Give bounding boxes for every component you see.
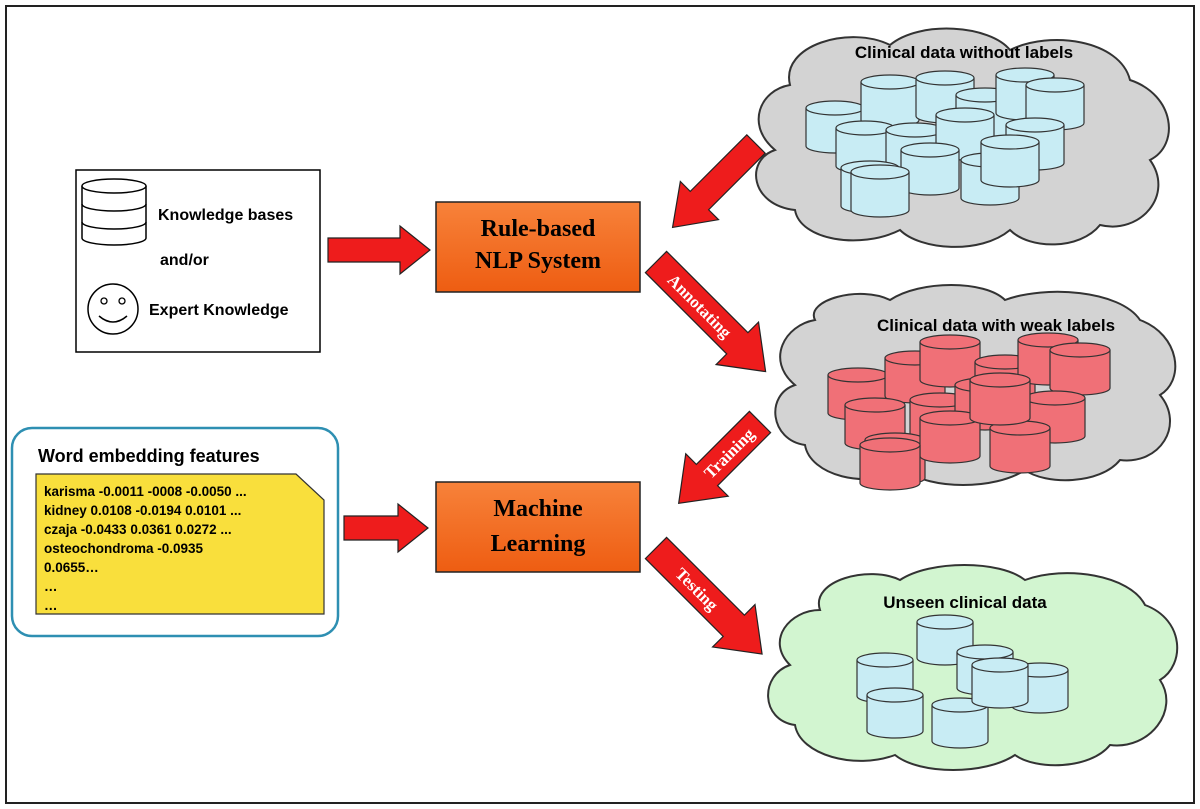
database-cylinder-icon bbox=[971, 657, 1029, 709]
database-cylinder-icon bbox=[919, 334, 981, 388]
database-cylinder-icon bbox=[919, 410, 981, 464]
database-cylinder-icon bbox=[989, 420, 1051, 474]
ml-box-line2: Learning bbox=[491, 531, 586, 557]
rule-box-line2: NLP System bbox=[475, 248, 601, 274]
cylinder-group-unseen bbox=[856, 614, 1069, 749]
cloud-title-unlabeled: Clinical data without labels bbox=[855, 43, 1073, 62]
smiley-face-icon bbox=[87, 283, 139, 335]
cloud-unseen: Unseen clinical data bbox=[767, 564, 1179, 771]
arrow-testing: Testing bbox=[644, 536, 763, 655]
database-cylinder-icon bbox=[866, 687, 924, 739]
database-icon bbox=[81, 178, 147, 246]
arrow-annotating: Annotating bbox=[644, 250, 767, 373]
word-embedding-title: Word embedding features bbox=[38, 446, 260, 466]
annotating-label: Annotating bbox=[664, 270, 736, 342]
cylinder-group-weak bbox=[827, 332, 1111, 491]
database-cylinder-icon bbox=[1049, 342, 1111, 396]
database-cylinder-icon bbox=[859, 437, 921, 491]
cylinder-group-unlabeled bbox=[805, 67, 1085, 218]
cloud-title-unseen: Unseen clinical data bbox=[883, 593, 1047, 612]
ml-box-line1: Machine bbox=[493, 496, 583, 522]
cloud-title-weak: Clinical data with weak labels bbox=[877, 316, 1115, 335]
database-cylinder-icon bbox=[900, 142, 960, 196]
embedding-line: czaja -0.0433 0.0361 0.0272 ... bbox=[44, 522, 232, 537]
embedding-line: 0.0655… bbox=[44, 560, 99, 575]
word-embedding-box: Word embedding features karisma -0.0011 … bbox=[10, 426, 340, 638]
database-cylinder-icon bbox=[980, 134, 1040, 188]
yellow-note bbox=[35, 473, 325, 615]
ml-box-rect bbox=[435, 481, 641, 573]
machine-learning-box: Machine Learning bbox=[435, 481, 641, 573]
embedding-line: karisma -0.0011 -0008 -0.0050 ... bbox=[44, 484, 247, 499]
embedding-line: osteochondroma -0.0935 bbox=[44, 541, 204, 556]
arrow-knowledge-to-rule bbox=[327, 224, 431, 276]
rule-based-nlp-box: Rule-based NLP System bbox=[435, 201, 641, 293]
arrow-training: Training bbox=[677, 410, 772, 505]
knowledge-bases-label: Knowledge bases bbox=[158, 207, 293, 224]
cloud-weak: Clinical data with weak labels bbox=[774, 284, 1177, 491]
outer-frame bbox=[5, 5, 1195, 804]
embedding-line: kidney 0.0108 -0.0194 0.0101 ... bbox=[44, 503, 241, 518]
andor-label: and/or bbox=[160, 252, 209, 269]
embedding-line: … bbox=[44, 579, 58, 594]
arrow-unlabeled-to-rule bbox=[671, 133, 767, 229]
database-cylinder-icon bbox=[969, 372, 1031, 426]
database-cylinder-icon bbox=[850, 164, 910, 218]
expert-knowledge-label: Expert Knowledge bbox=[149, 302, 289, 319]
embedding-line: … bbox=[44, 598, 58, 613]
rule-box-line1: Rule-based bbox=[481, 216, 596, 242]
rule-box-rect bbox=[435, 201, 641, 293]
cloud-unlabeled: Clinical data without labels bbox=[755, 27, 1170, 248]
knowledge-box: Knowledge bases and/or Expert Knowledge bbox=[75, 169, 321, 353]
database-cylinder-icon bbox=[860, 74, 920, 128]
arrow-embedding-to-ml bbox=[343, 502, 429, 554]
